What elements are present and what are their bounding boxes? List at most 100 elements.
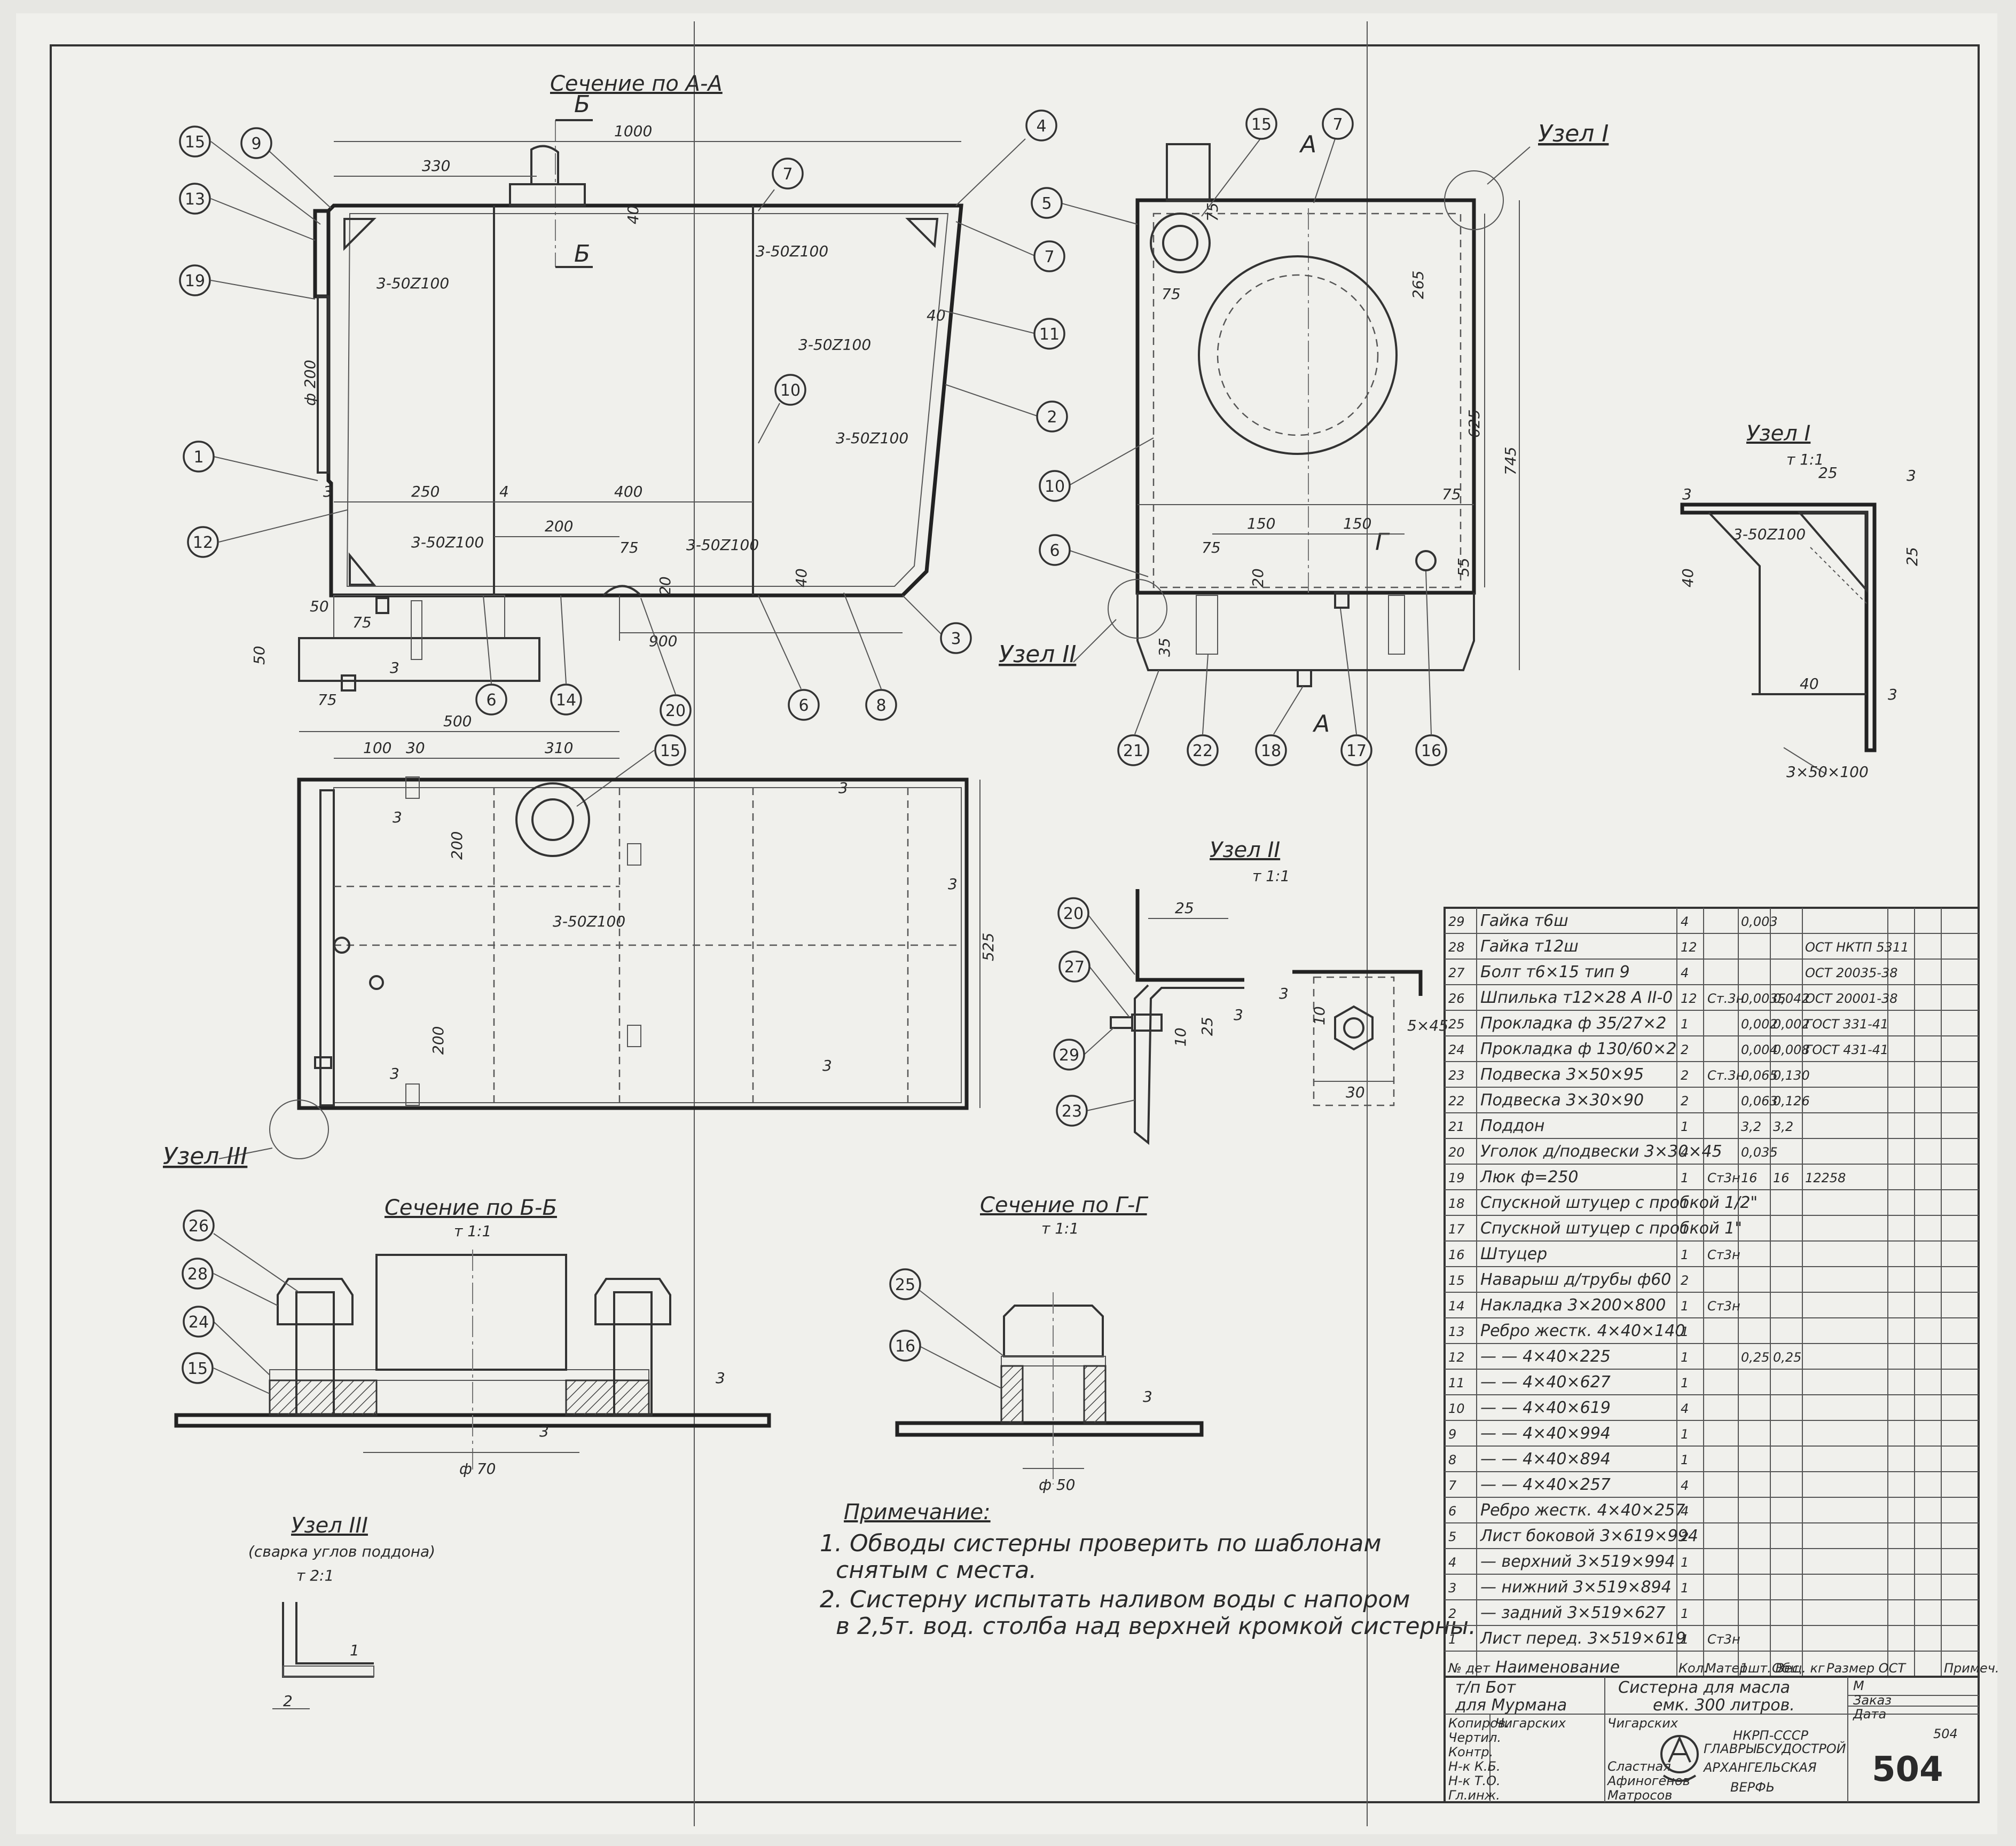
dim-3-plan-e: 3 xyxy=(390,1065,399,1082)
parts-cell-qty: 2 xyxy=(1681,1529,1689,1544)
balloon-8: 8 xyxy=(843,592,897,721)
parts-cell-unit-weight: 0,035 xyxy=(1741,1145,1778,1160)
parts-cell-qty: 2 xyxy=(1681,1068,1689,1083)
dim-75-c: 75 xyxy=(318,691,337,709)
dim-20-fv: 20 xyxy=(1249,568,1267,587)
svg-text:6: 6 xyxy=(798,696,809,715)
parts-cell-unit-weight: 0,065 xyxy=(1741,1068,1778,1083)
parts-cell-name: Лист боковой 3×619×994 xyxy=(1480,1527,1698,1545)
parts-cell-total-weight: 16 xyxy=(1773,1171,1790,1185)
balloon-16-fv: 16 xyxy=(1415,571,1447,766)
node-2-dim-10: 10 xyxy=(1172,1027,1189,1047)
svg-text:17: 17 xyxy=(1346,742,1367,760)
parts-cell-qty: 1 xyxy=(1681,1196,1689,1211)
node-2-chamfer: 5×45 xyxy=(1407,1017,1448,1034)
parts-cell-pos: 25 xyxy=(1448,1017,1465,1032)
node-1-scale: т 1:1 xyxy=(1786,451,1824,468)
parts-cell-pos: 1 xyxy=(1448,1632,1456,1647)
balloon-1: 1 xyxy=(183,441,318,481)
name-chief-eng: Матросов xyxy=(1607,1788,1672,1803)
balloon-21: 21 xyxy=(1117,670,1159,766)
svg-text:9: 9 xyxy=(251,135,261,153)
node-3-dim-2: 2 xyxy=(283,1692,293,1710)
parts-cell-qty: 2 xyxy=(1681,1273,1689,1288)
parts-cell-name: — — 4×40×627 xyxy=(1480,1373,1611,1392)
dim-35: 35 xyxy=(1156,638,1173,657)
parts-cell-qty: 1 xyxy=(1681,1119,1689,1134)
parts-cell-qty: 1 xyxy=(1681,1324,1689,1339)
dim-50-a: 50 xyxy=(310,598,329,615)
parts-cell-unit-weight: 3,2 xyxy=(1741,1119,1761,1134)
dim-250: 250 xyxy=(411,483,440,500)
dim-75-fv-d: 75 xyxy=(1202,539,1221,556)
balloon-16-gg: 16 xyxy=(889,1330,1002,1389)
svg-text:23: 23 xyxy=(1062,1102,1082,1121)
parts-cell-name: Гайка т12ш xyxy=(1480,937,1579,956)
parts-cell-material: Ст3н xyxy=(1707,1299,1740,1314)
parts-cell-name: — — 4×40×994 xyxy=(1480,1424,1611,1443)
svg-text:26: 26 xyxy=(189,1217,209,1236)
parts-cell-name: Ребро жестк. 4×40×140 xyxy=(1480,1322,1685,1340)
node-3-title: Узел III xyxy=(291,1513,368,1538)
balloon-6-fv: 6 xyxy=(1039,534,1149,577)
parts-cell-name: — нижний 3×519×894 xyxy=(1480,1578,1672,1597)
parts-header-name: Наименование xyxy=(1495,1658,1620,1677)
parts-cell-pos: 4 xyxy=(1448,1555,1456,1570)
section-gg-dim-3: 3 xyxy=(1143,1388,1152,1405)
parts-cell-standard: 12258 xyxy=(1805,1171,1846,1185)
balloon-18: 18 xyxy=(1255,686,1304,766)
section-gg-title: Сечение по Г-Г xyxy=(980,1193,1148,1217)
balloon-3-aa: 3 xyxy=(902,595,972,654)
node-2-ref: Узел II xyxy=(999,641,1076,668)
parts-cell-qty: 1 xyxy=(1681,1581,1689,1596)
section-bb-scale: т 1:1 xyxy=(454,1222,491,1240)
parts-cell-name: Накладка 3×200×800 xyxy=(1480,1296,1666,1315)
parts-cell-qty: 4 xyxy=(1681,1401,1689,1416)
parts-header-standard: Размер ОСТ xyxy=(1826,1661,1907,1676)
dim-40-top: 40 xyxy=(624,205,642,224)
node-2-detail: Узел II т 1:1 25 3 10 25 3 10 30 5×45 20… xyxy=(1053,838,1448,1145)
svg-text:18: 18 xyxy=(1261,742,1281,760)
svg-text:10: 10 xyxy=(1045,477,1065,496)
parts-cell-name: — — 4×40×894 xyxy=(1480,1450,1611,1468)
parts-cell-qty: 1 xyxy=(1681,1247,1689,1262)
svg-text:15: 15 xyxy=(185,133,205,152)
dim-40-b: 40 xyxy=(793,568,810,587)
balloon-22: 22 xyxy=(1187,654,1219,766)
parts-cell-pos: 12 xyxy=(1448,1350,1465,1365)
parts-cell-name: Шпилька т12×28 А II-0 xyxy=(1480,988,1673,1007)
sheet-number-stamp: 504 xyxy=(1933,1726,1958,1741)
title-m-label: М xyxy=(1853,1678,1864,1693)
parts-cell-qty: 4 xyxy=(1681,1145,1689,1160)
svg-text:3: 3 xyxy=(951,630,961,648)
role-head-kb: Н-к К.Б. xyxy=(1448,1759,1501,1774)
node-1-profile: 3×50×100 xyxy=(1786,763,1869,781)
parts-cell-unit-weight: 0,003 xyxy=(1741,914,1778,929)
dim-330: 330 xyxy=(422,157,450,175)
dim-4-a: 4 xyxy=(499,483,509,500)
balloon-25: 25 xyxy=(889,1268,1005,1357)
dim-3-plan-a: 3 xyxy=(838,779,848,797)
section-gg-dim-50: ф 50 xyxy=(1039,1476,1075,1494)
parts-cell-qty: 1 xyxy=(1681,1632,1689,1647)
parts-cell-pos: 18 xyxy=(1448,1196,1465,1211)
parts-cell-name: Болт т6×15 тип 9 xyxy=(1480,963,1630,981)
node-1-detail: Узел I т 1:1 25 3 40 25 40 3 3 3-50Z100 … xyxy=(1679,421,1921,781)
name-head-kb: Сластная xyxy=(1607,1759,1671,1774)
svg-text:19: 19 xyxy=(185,272,205,290)
balloon-10-fv: 10 xyxy=(1039,437,1154,502)
dim-30-plan: 30 xyxy=(406,739,425,757)
dim-200: 200 xyxy=(545,517,573,535)
dim-75-fv-a: 75 xyxy=(1162,285,1181,303)
parts-cell-name: — — 4×40×619 xyxy=(1480,1399,1611,1417)
dim-dia-200: ф 200 xyxy=(301,360,319,406)
parts-cell-material: Ст.3н xyxy=(1707,991,1744,1006)
parts-cell-name: — — 4×40×257 xyxy=(1480,1475,1611,1494)
org-line-3: АРХАНГЕЛЬСКАЯ xyxy=(1703,1760,1817,1775)
dim-525: 525 xyxy=(979,933,997,961)
parts-cell-pos: 8 xyxy=(1448,1452,1456,1467)
notes-line-1: 1. Обводы систерны проверить по шаблонам xyxy=(820,1530,1382,1557)
node-1-ref: Узел I xyxy=(1538,120,1609,147)
parts-cell-name: Наварыш д/трубы ф60 xyxy=(1480,1270,1671,1289)
parts-cell-qty: 1 xyxy=(1681,1299,1689,1314)
